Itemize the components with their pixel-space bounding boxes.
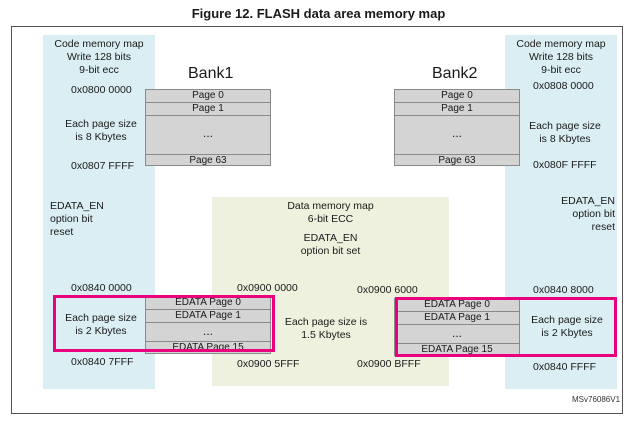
left-addr-code-end: 0x0807 FFFF [71,160,135,172]
center-edata-en: EDATA_EN option bit set [300,232,361,257]
bank1-label: Bank1 [188,65,234,82]
right-addr-data-start: 0x0840 8000 [533,284,594,296]
left-edata-en: EDATA_EN option bit reset [50,200,104,238]
bank2-edata-page-0: EDATA Page 0 [395,299,519,312]
left-code-column [43,35,155,389]
bank1-code-pages: Page 0 Page 1 ... Page 63 [145,89,271,166]
right-page-size-data: Each page size is 2 Kbytes [531,314,603,339]
center-addr-start-right: 0x0900 6000 [357,284,418,296]
bank2-edata-page-15: EDATA Page 15 [421,344,493,355]
bank2-code-pages: Page 0 Page 1 ... Page 63 [394,89,520,166]
bank2-page-0: Page 0 [395,90,519,103]
bank2-label: Bank2 [432,65,478,82]
bank1-edata-ellipsis: ... [146,323,270,342]
right-page-size-code: Each page size is 8 Kbytes [529,120,601,145]
right-header: Code memory map Write 128 bits 9-bit ecc [516,38,606,76]
left-addr-data-start: 0x0840 0000 [71,282,132,294]
bank1-edata-page-15: EDATA Page 15 [172,342,244,353]
center-addr-end-right: 0x0900 BFFF [357,358,421,370]
figure-id: MSv76086V1 [572,395,621,404]
bank1-edata-page-1: EDATA Page 1 [146,310,270,323]
bank1-page-ellipsis: ... [146,116,270,155]
right-edata-en: EDATA_EN option bit reset [561,195,615,233]
center-page-size: Each page size is 1.5 Kbytes [284,316,368,341]
bank2-page-ellipsis: ... [395,116,519,155]
right-code-column [505,35,617,389]
bank2-edata-ellipsis: ... [395,325,519,344]
bank1-page-63: Page 63 [189,155,227,166]
center-header: Data memory map 6-bit ECC [287,200,374,225]
center-addr-end-left: 0x0900 5FFF [237,358,300,370]
center-addr-start-left: 0x0900 0000 [237,282,298,294]
bank2-edata-pages: EDATA Page 0 EDATA Page 1 ... EDATA Page… [394,298,520,356]
bank2-edata-page-1: EDATA Page 1 [395,312,519,325]
left-edata-highlight [53,295,275,352]
figure-title: Figure 12. FLASH data area memory map [191,6,446,21]
bank2-page-63: Page 63 [438,155,476,166]
left-addr-data-end: 0x0840 7FFF [71,356,134,368]
left-addr-start: 0x0800 0000 [71,84,132,96]
bank1-page-1: Page 1 [146,103,270,116]
bank2-page-1: Page 1 [395,103,519,116]
right-addr-start: 0x0808 0000 [533,80,594,92]
right-addr-data-end: 0x0840 FFFF [533,361,597,373]
bank1-edata-page-0: EDATA Page 0 [146,297,270,310]
diagram-frame [11,26,623,414]
bank1-page-0: Page 0 [146,90,270,103]
left-page-size-data: Each page size is 2 Kbytes [65,312,137,337]
right-addr-code-end: 0x080F FFFF [533,159,597,171]
left-page-size-code: Each page size is 8 Kbytes [65,118,137,143]
left-header: Code memory map Write 128 bits 9-bit ecc [54,38,144,76]
right-edata-highlight [395,297,617,357]
